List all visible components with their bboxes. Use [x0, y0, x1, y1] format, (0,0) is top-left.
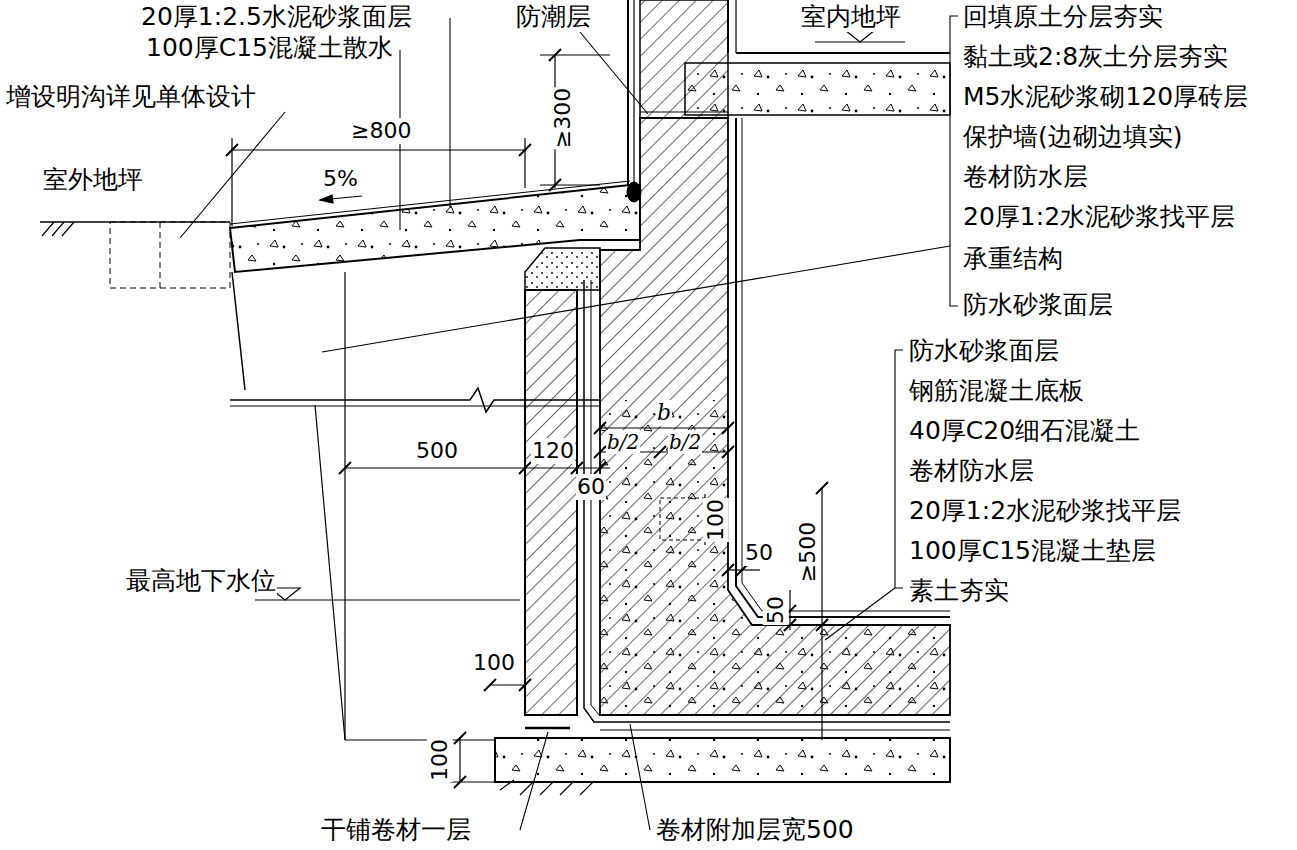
- callout-text: 增设明沟详见单体设计: [5, 82, 257, 112]
- dimension-label: 100厚C15混凝土散水: [145, 33, 394, 63]
- dimension-label: 40厚C20细石混凝土: [908, 416, 1141, 446]
- callout-text: 防水砂浆面层: [962, 290, 1114, 320]
- dimension-label: b/2: [668, 430, 702, 454]
- leader-lines: [180, 16, 958, 830]
- dimension-label: 100: [472, 650, 516, 676]
- dimension-label: ≥800: [350, 118, 412, 144]
- dimension-label: ≥500: [795, 521, 821, 583]
- dimension-label: 100: [427, 738, 453, 782]
- dimension-label: b/2: [606, 430, 640, 454]
- callout-text: 保护墙(边砌边填实): [962, 122, 1184, 152]
- dimension-label: b: [656, 400, 672, 426]
- callout-text: 室内地坪: [800, 2, 902, 32]
- callout-text: 防潮层: [515, 2, 592, 32]
- callout-text: 最高地下水位: [125, 566, 277, 596]
- dimension-label: 50: [744, 540, 774, 566]
- dimension-label: 50: [763, 595, 789, 625]
- callout-text: 干铺卷材一层: [320, 815, 472, 845]
- dimension-label: 120: [531, 438, 575, 464]
- callout-text: M5水泥砂浆砌120厚砖层: [962, 82, 1249, 112]
- dimension-label: 100厚C15混凝土垫层: [908, 536, 1157, 566]
- callout-text: 回填原土分层夯实: [962, 2, 1164, 32]
- dimension-label: 60: [576, 474, 606, 500]
- callout-text: 卷材附加层宽500: [655, 815, 855, 845]
- dimension-label: 20厚1:2水泥砂浆找平层: [908, 496, 1182, 526]
- callout-text: 防水砂浆面层: [908, 336, 1060, 366]
- callout-text: 黏土或2:8灰土分层夯实: [962, 42, 1229, 72]
- dimension-label: 100: [703, 498, 729, 542]
- dimensions: [226, 49, 828, 788]
- callout-text: 钢筋混凝土底板: [908, 376, 1085, 406]
- callout-text: 素土夯实: [908, 576, 1010, 606]
- dimension-label: 20厚1:2.5水泥砂浆面层: [140, 2, 413, 32]
- dimension-label: 20厚1:2水泥砂浆找平层: [962, 202, 1236, 232]
- dimension-label: ≥300: [550, 87, 576, 149]
- callout-text: 卷材防水层: [962, 162, 1089, 192]
- dimension-label: 5%: [322, 166, 359, 192]
- structure: [40, 0, 950, 795]
- dimension-label: 500: [415, 438, 459, 464]
- callout-text: 承重结构: [962, 244, 1064, 274]
- callout-text: 卷材防水层: [908, 456, 1035, 486]
- callout-text: 室外地坪: [42, 165, 144, 195]
